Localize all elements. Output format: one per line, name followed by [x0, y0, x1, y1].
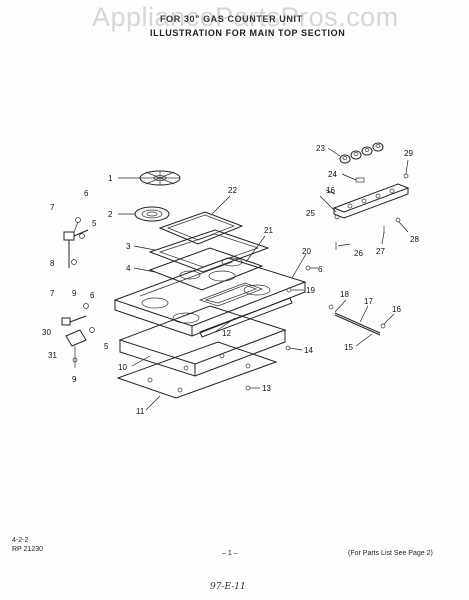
burner-spider-part — [139, 170, 181, 186]
callout-16-upper: 16 — [326, 186, 335, 195]
callout-30: 30 — [42, 328, 51, 337]
callout-4: 4 — [126, 264, 131, 273]
valve-assembly-lower — [61, 303, 95, 368]
callout-7-upper: 7 — [50, 203, 55, 212]
callout-6-right: 6 — [318, 265, 323, 274]
callout-5-upper: 5 — [92, 219, 97, 228]
gasket-frame-part — [148, 229, 270, 273]
callout-20: 20 — [302, 247, 311, 256]
leader-lines — [118, 147, 409, 411]
callout-1: 1 — [108, 174, 113, 183]
callout-3: 3 — [126, 242, 131, 251]
parts-list-note: (For Parts List See Page 2) — [348, 550, 433, 557]
callout-12: 12 — [222, 329, 231, 338]
screw-parts — [245, 214, 340, 391]
diagram-subtitle: ILLUSTRATION FOR MAIN TOP SECTION — [150, 28, 346, 38]
burner-box-part — [118, 305, 287, 377]
callout-19: 19 — [306, 286, 315, 295]
side-rod-part — [328, 304, 386, 336]
callout-9-upper: 9 — [72, 289, 77, 298]
callout-11: 11 — [136, 407, 145, 416]
valve-assembly-upper — [63, 217, 89, 268]
burner-ring-part — [134, 206, 170, 222]
callout-6-upper: 6 — [84, 189, 89, 198]
cover-plate-part — [158, 211, 244, 245]
callout-14: 14 — [304, 346, 313, 355]
callout-21: 21 — [264, 226, 273, 235]
callout-26: 26 — [354, 249, 363, 258]
callout-8: 8 — [50, 259, 55, 268]
callout-23: 23 — [316, 144, 325, 153]
callout-13: 13 — [262, 384, 271, 393]
callout-9-lower: 9 — [72, 375, 77, 384]
callout-labels: 1 2 3 4 5 5 6 6 6 7 7 8 9 9 10 11 12 13 … — [42, 144, 419, 416]
callout-7-lower: 7 — [50, 289, 55, 298]
callout-22: 22 — [228, 186, 237, 195]
callout-2: 2 — [108, 210, 113, 219]
callout-29: 29 — [404, 149, 413, 158]
control-panel-part — [332, 183, 410, 219]
callout-25: 25 — [306, 209, 315, 218]
callout-18: 18 — [340, 290, 349, 299]
bottom-plate-part — [116, 341, 278, 399]
callout-28: 28 — [410, 235, 419, 244]
watermark-text: AppliancePartsPros.com — [92, 2, 399, 32]
panel-clip-part — [335, 173, 409, 250]
diagram-title: FOR 30" GAS COUNTER UNIT — [160, 14, 303, 24]
callout-10: 10 — [118, 363, 127, 372]
callout-6-lower: 6 — [90, 291, 95, 300]
front-trim-part — [199, 297, 293, 338]
callout-31: 31 — [48, 351, 57, 360]
callout-17: 17 — [364, 297, 373, 306]
control-knobs-part — [339, 142, 384, 164]
page-number: – 1 – — [222, 550, 238, 557]
document-code: 4-2-2 — [12, 537, 29, 544]
handwritten-note: 97-E-11 — [210, 582, 246, 592]
callout-5-lower: 5 — [104, 342, 109, 351]
callout-16-lower: 16 — [392, 305, 401, 314]
part-number: RP 21230 — [12, 546, 44, 553]
callout-24: 24 — [328, 170, 337, 179]
callout-27: 27 — [376, 247, 385, 256]
main-cooktop-part — [113, 257, 307, 337]
callout-15: 15 — [344, 343, 353, 352]
